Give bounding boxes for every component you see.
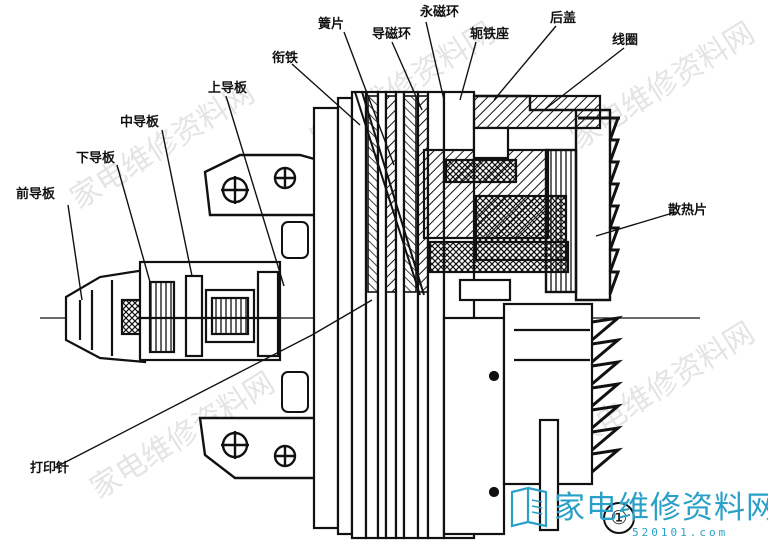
top-mounting-ear	[203, 153, 320, 217]
heat-sink-fins-lower	[591, 315, 624, 474]
label-permanent-magnet-ring: 永磁环	[420, 5, 460, 20]
figure-number: ①	[603, 502, 635, 534]
leader-lines	[53, 21, 677, 469]
rear-cover	[474, 94, 612, 302]
label-upper-guide-plate: 上导板	[208, 81, 248, 96]
book-logo-icon	[510, 486, 548, 528]
lower-body	[442, 278, 594, 536]
watermark-logo-url: 520101.com	[632, 526, 729, 539]
label-coil: 线圈	[612, 33, 639, 48]
bottom-mounting-ear	[198, 416, 320, 480]
yoke-seat-upper	[422, 94, 602, 274]
label-reed: 簧片	[318, 17, 345, 32]
front-guide-nose	[64, 268, 150, 364]
watermark-logo-text: 家电维修资料网	[554, 490, 768, 526]
side-bosses	[281, 221, 309, 413]
label-rear-cover: 后盖	[550, 11, 577, 26]
label-lower-guide-plate: 下导板	[76, 151, 116, 166]
label-print-pin: 打印针	[30, 461, 70, 476]
label-middle-guide-plate: 中导板	[120, 115, 160, 130]
label-magnet-guide-ring: 导磁环	[372, 27, 412, 42]
heat-sink-fins-upper	[578, 116, 621, 295]
guide-plate-assembly	[138, 260, 282, 362]
label-heat-sink-fin: 散热片	[668, 203, 708, 218]
label-front-guide-plate: 前导板	[16, 187, 56, 202]
label-yoke-seat: 轭铁座	[470, 27, 510, 42]
label-armature: 衔铁	[272, 51, 299, 66]
